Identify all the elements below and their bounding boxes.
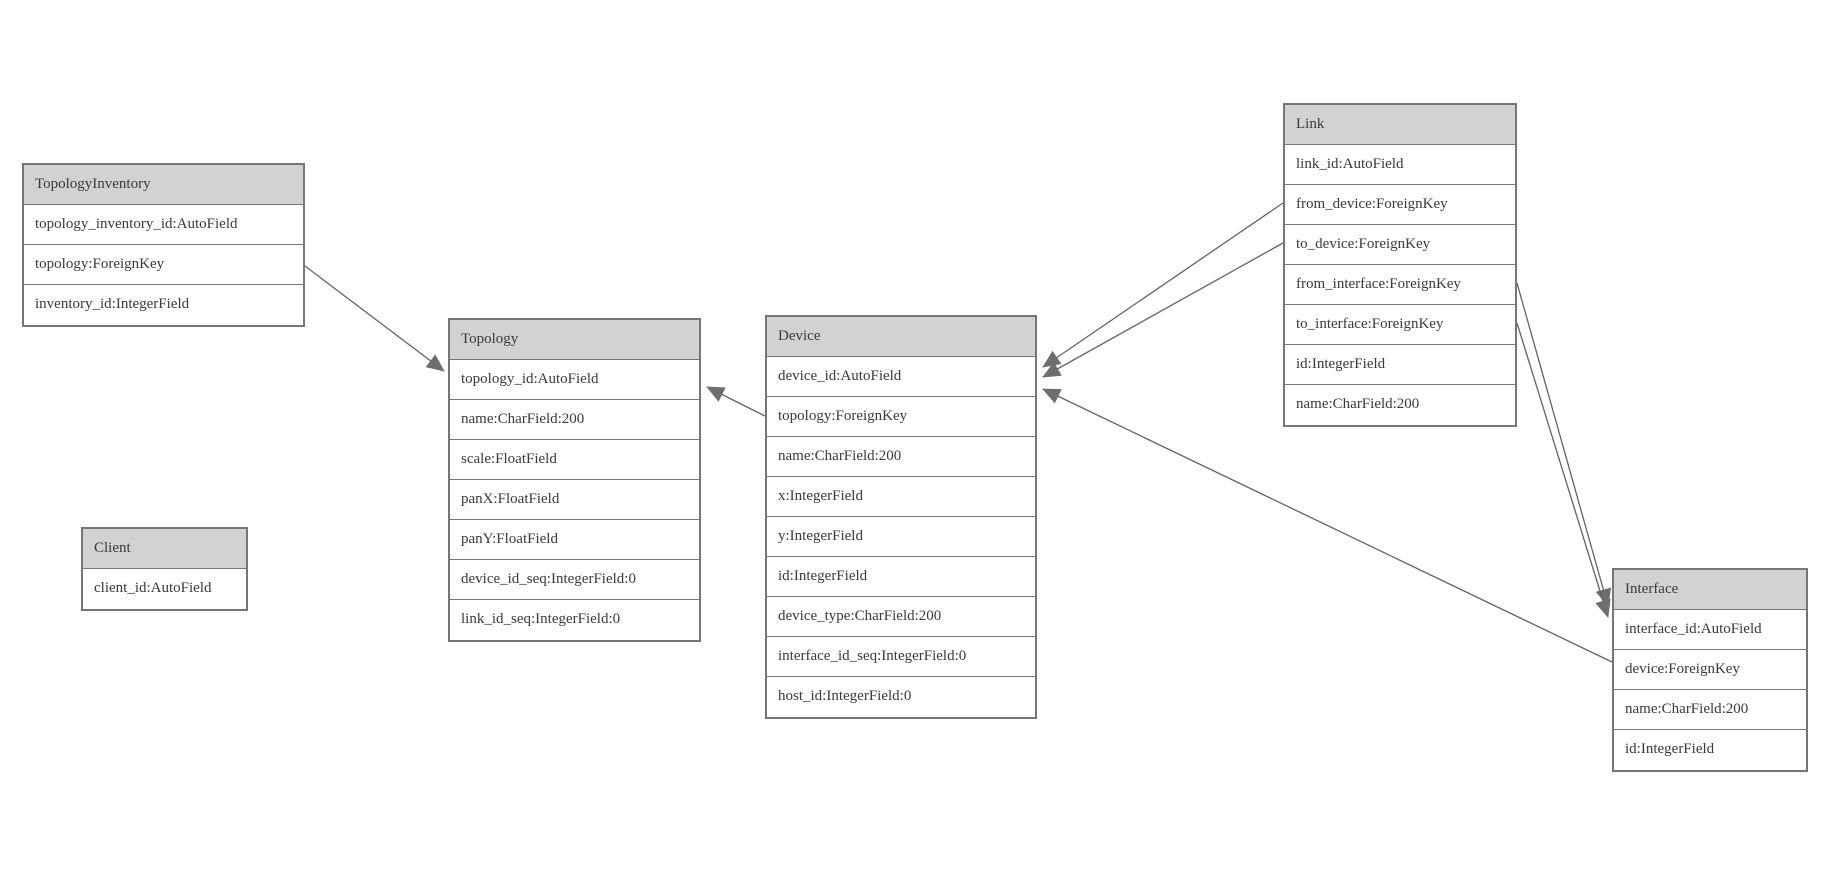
entity-field: link_id_seq:IntegerField:0 <box>450 600 699 640</box>
entity-field: link_id:AutoField <box>1285 145 1515 185</box>
connection-device-topology <box>706 386 766 417</box>
entity-field: name:CharField:200 <box>450 400 699 440</box>
entity-field: interface_id_seq:IntegerField:0 <box>767 637 1035 677</box>
entity-field: topology:ForeignKey <box>767 397 1035 437</box>
entity-title: Device <box>767 317 1035 357</box>
entity-field: topology_inventory_id:AutoField <box>24 205 303 245</box>
entity-field: panX:FloatField <box>450 480 699 520</box>
entity-field: id:IntegerField <box>1614 730 1806 770</box>
entity-field: host_id:IntegerField:0 <box>767 677 1035 717</box>
entity-field: panY:FloatField <box>450 520 699 560</box>
connection-link-from_device <box>1042 202 1284 368</box>
connection-interface-device <box>1042 388 1613 663</box>
entity-title: Client <box>83 529 246 569</box>
connection-link-to_interface <box>1516 322 1611 618</box>
entity-field: from_interface:ForeignKey <box>1285 265 1515 305</box>
entity-field: y:IntegerField <box>767 517 1035 557</box>
entity-title: Link <box>1285 105 1515 145</box>
connection-link-from_interface <box>1516 282 1612 607</box>
entity-field: client_id:AutoField <box>83 569 246 609</box>
entity-field: inventory_id:IntegerField <box>24 285 303 325</box>
entity-field: name:CharField:200 <box>1614 690 1806 730</box>
entity-field: device_type:CharField:200 <box>767 597 1035 637</box>
entity-field: name:CharField:200 <box>1285 385 1515 425</box>
entity-title: Topology <box>450 320 699 360</box>
entity-field: device_id:AutoField <box>767 357 1035 397</box>
entity-field: x:IntegerField <box>767 477 1035 517</box>
entity-field: topology_id:AutoField <box>450 360 699 400</box>
entity-title: Interface <box>1614 570 1806 610</box>
entity-field: to_device:ForeignKey <box>1285 225 1515 265</box>
entity-field: id:IntegerField <box>1285 345 1515 385</box>
entity-field: name:CharField:200 <box>767 437 1035 477</box>
entity-title: TopologyInventory <box>24 165 303 205</box>
entity-field: id:IntegerField <box>767 557 1035 597</box>
entity-field: to_interface:ForeignKey <box>1285 305 1515 345</box>
entity-field: from_device:ForeignKey <box>1285 185 1515 225</box>
entity-field: topology:ForeignKey <box>24 245 303 285</box>
entity-field: interface_id:AutoField <box>1614 610 1806 650</box>
connection-link-to_device <box>1042 242 1284 378</box>
entity-field: scale:FloatField <box>450 440 699 480</box>
entity-field: device_id_seq:IntegerField:0 <box>450 560 699 600</box>
entity-field: device:ForeignKey <box>1614 650 1806 690</box>
connection-topologyinventory-topology <box>304 265 445 372</box>
